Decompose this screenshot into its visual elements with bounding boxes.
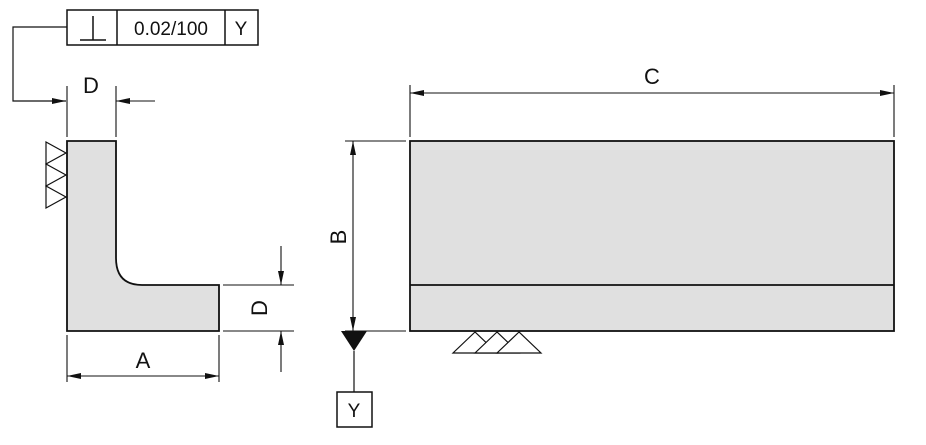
perpendicularity-icon <box>80 16 106 41</box>
datum-y-indicator: Y <box>336 331 373 428</box>
dimension-d-side-label: D <box>247 300 272 316</box>
surface-finish-bottom-icon <box>451 331 543 354</box>
dimension-b <box>345 140 406 332</box>
fcf-datum: Y <box>235 19 248 40</box>
l-profile-part <box>66 140 220 332</box>
feature-control-frame: 0.02/100 Y <box>66 9 259 46</box>
datum-box-label: Y <box>348 401 361 422</box>
surface-finish-left-icon <box>45 140 68 210</box>
dimension-d-side <box>223 246 294 372</box>
datum-box <box>336 391 373 428</box>
dimension-a-label: A <box>136 348 151 373</box>
dimension-c-label: C <box>644 64 660 89</box>
dimension-d-top <box>66 86 155 137</box>
dimension-b-label: B <box>326 230 351 245</box>
fcf-tolerance: 0.02/100 <box>134 19 208 40</box>
datum-triangle-icon <box>341 331 367 351</box>
front-view-part <box>409 140 895 332</box>
dimension-a <box>66 335 220 382</box>
fcf-leader <box>12 26 67 104</box>
dimension-d-top-label: D <box>83 73 99 98</box>
dimension-c <box>409 85 895 137</box>
